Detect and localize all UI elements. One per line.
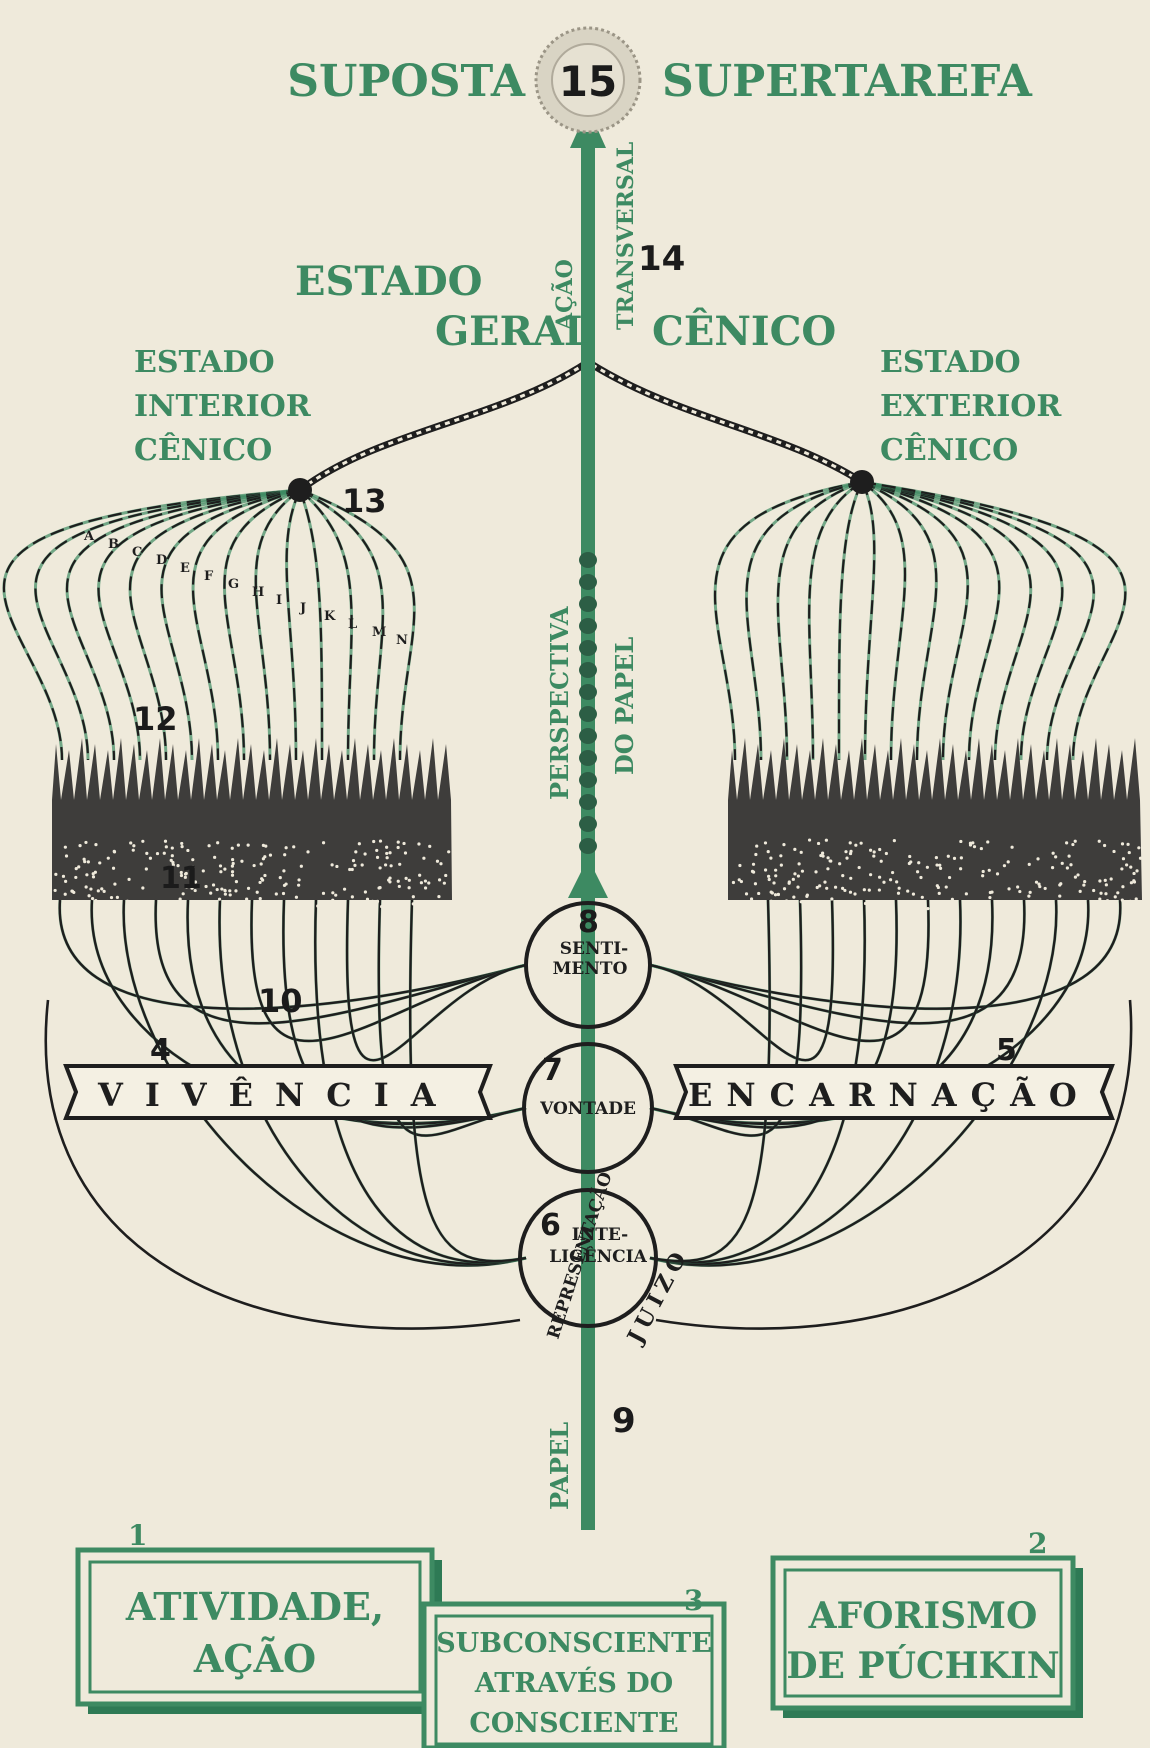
svg-text:AÇÃO: AÇÃO: [193, 1636, 316, 1681]
number-4: 4: [150, 1033, 171, 1068]
svg-text:EXTERIOR: EXTERIOR: [880, 389, 1062, 424]
number-14: 14: [638, 239, 685, 279]
strand-letter: G: [228, 577, 239, 592]
supertask-seal: 15: [536, 28, 640, 132]
svg-text:MENTO: MENTO: [553, 959, 628, 979]
svg-text:CÊNICO: CÊNICO: [134, 432, 272, 468]
supertask-label: SUPERTAREFA: [662, 56, 1033, 107]
action-label: AÇÃO: [551, 259, 578, 331]
number-12: 12: [133, 700, 178, 738]
number-9: 9: [612, 1401, 636, 1441]
svg-text:SUBCONSCIENTE: SUBCONSCIENTE: [436, 1628, 712, 1659]
role-label: PAPEL: [545, 1422, 574, 1510]
strand-letter: F: [204, 569, 214, 584]
svg-text:DE PÚCHKIN: DE PÚCHKIN: [786, 1645, 1059, 1687]
svg-text:VONTADE: VONTADE: [539, 1099, 636, 1119]
number-10: 10: [258, 982, 303, 1020]
box1-number: 1: [128, 1519, 147, 1552]
box-pushkin-aphorism: 2 AFORISMO DE PÚCHKIN: [773, 1527, 1083, 1718]
experiencing-label: VIVÊNCIA: [97, 1076, 458, 1114]
through-label: TRANSVERSAL: [613, 142, 639, 330]
svg-text:LIGÊNCIA: LIGÊNCIA: [549, 1246, 647, 1267]
strand-letter: B: [108, 537, 119, 552]
svg-text:ESTADO: ESTADO: [880, 345, 1021, 380]
supposed-label: SUPOSTA: [287, 56, 526, 107]
number-13: 13: [342, 482, 387, 520]
svg-text:SENTI-: SENTI-: [560, 939, 628, 959]
strand-letter: J: [299, 601, 306, 616]
strand-letter: L: [348, 617, 357, 632]
strand-letter: M: [372, 625, 386, 640]
number-5: 5: [996, 1033, 1017, 1068]
box3-number: 3: [684, 1584, 703, 1617]
number-8: 8: [578, 905, 599, 940]
svg-text:CÊNICO: CÊNICO: [880, 432, 1018, 468]
perspective-label: PERSPECTIVA: [545, 606, 574, 800]
number-11: 11: [160, 861, 202, 896]
strand-letter: K: [324, 609, 336, 624]
box2-number: 2: [1028, 1527, 1047, 1560]
strand-letter: D: [156, 553, 167, 568]
box-activity-action: 1 ATIVIDADE, AÇÃO: [78, 1519, 442, 1714]
svg-text:ATIVIDADE,: ATIVIDADE,: [125, 1584, 384, 1629]
number-6: 6: [540, 1208, 561, 1243]
strand-letter: N: [396, 633, 408, 648]
svg-text:AFORISMO: AFORISMO: [808, 1595, 1038, 1637]
strand-letter: H: [252, 585, 264, 600]
box-subconscious: 3 SUBCONSCIENTE ATRAVÉS DO CONSCIENTE: [424, 1584, 724, 1748]
number-15: 15: [559, 57, 617, 106]
strand-letter: C: [132, 545, 142, 560]
embodiment-label: ENCARNAÇÃO: [688, 1076, 1091, 1114]
svg-text:ESTADO: ESTADO: [134, 345, 275, 380]
number-7: 7: [542, 1053, 563, 1088]
strand-letter: A: [83, 529, 95, 544]
strand-letter: E: [180, 561, 190, 576]
svg-text:INTERIOR: INTERIOR: [134, 389, 312, 424]
svg-text:CONSCIENTE: CONSCIENTE: [469, 1708, 678, 1739]
strand-letter: I: [276, 593, 282, 608]
role-perspective-label: DO PAPEL: [610, 637, 639, 775]
general-state-word3: CÊNICO: [652, 308, 836, 355]
general-state-word1: ESTADO: [295, 258, 483, 305]
svg-text:ATRAVÉS DO: ATRAVÉS DO: [474, 1666, 673, 1699]
